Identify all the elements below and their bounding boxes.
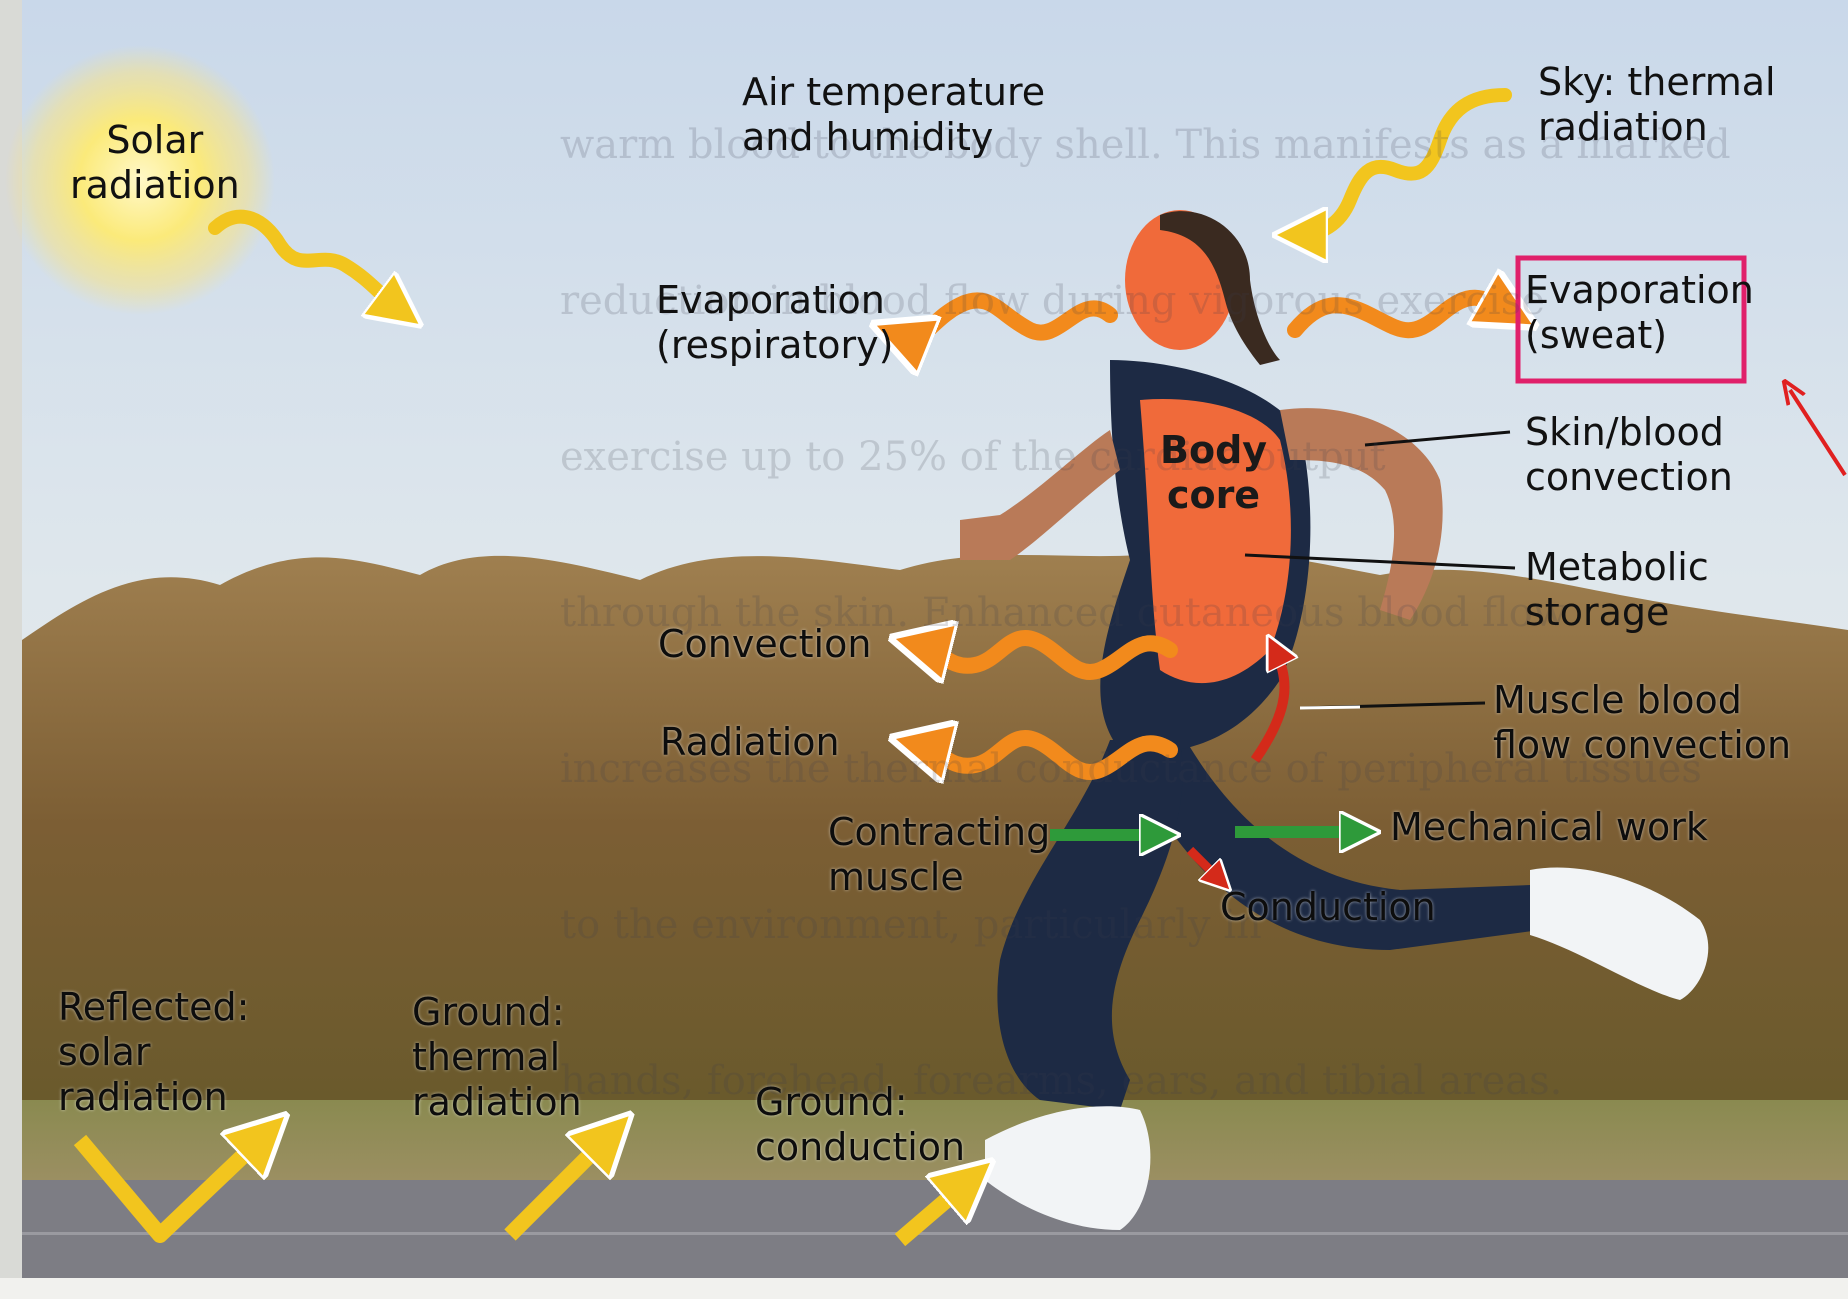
- label-muscle-blood-flow: Muscle blood flow convection: [1493, 678, 1791, 768]
- page-bottom-margin: [0, 1278, 1848, 1299]
- label-metabolic-storage: Metabolic storage: [1525, 545, 1709, 635]
- label-radiation: Radiation: [660, 720, 840, 765]
- label-solar-radiation: Solar radiation: [70, 118, 240, 208]
- bg-line: to the environment, particularly in: [560, 899, 1731, 951]
- road: [22, 1180, 1848, 1280]
- label-body-core: Body core: [1160, 428, 1267, 518]
- label-evaporation-sweat: Evaporation (sweat): [1525, 268, 1754, 358]
- label-reflected-solar: Reflected: solar radiation: [58, 985, 249, 1119]
- bg-line: hands, forehead, forearms, ears, and tib…: [560, 1055, 1731, 1107]
- label-air-temperature: Air temperature and humidity: [742, 70, 1045, 160]
- label-conduction: Conduction: [1220, 885, 1436, 930]
- label-ground-thermal: Ground: thermal radiation: [412, 990, 582, 1124]
- label-skin-blood: Skin/blood convection: [1525, 410, 1733, 500]
- label-evaporation-respiratory: Evaporation (respiratory): [656, 278, 893, 368]
- label-convection: Convection: [658, 622, 871, 667]
- road-line: [22, 1232, 1848, 1235]
- label-sky-thermal: Sky: thermal radiation: [1538, 60, 1776, 150]
- label-mechanical-work: Mechanical work: [1390, 805, 1708, 850]
- label-contracting-muscle: Contracting muscle: [828, 810, 1050, 900]
- label-ground-conduction: Ground: conduction: [755, 1080, 965, 1170]
